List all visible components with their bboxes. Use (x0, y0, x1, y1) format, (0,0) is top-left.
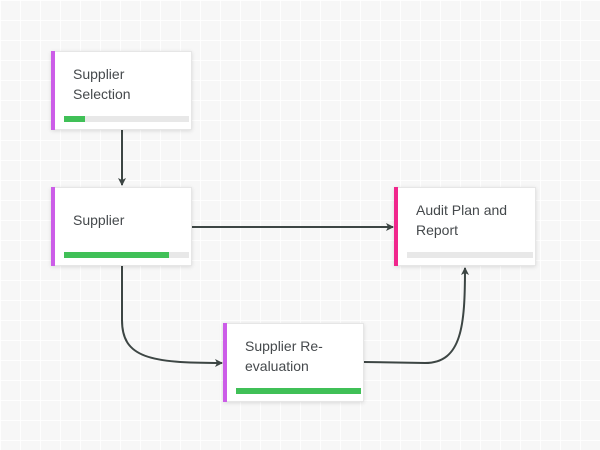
progress-bar (407, 252, 533, 258)
node-label: Supplier Selection (73, 65, 131, 102)
progress-bar (64, 252, 189, 258)
progress-fill (236, 388, 361, 394)
progress-fill (64, 116, 86, 122)
node-supplier-selection[interactable]: Supplier Selection (51, 51, 192, 130)
progress-bar (64, 116, 189, 122)
node-label: Supplier Re-evaluation (245, 337, 323, 374)
progress-fill (64, 252, 169, 258)
node-label: Supplier (73, 211, 125, 228)
progress-bar (236, 388, 361, 394)
node-accent-bar (51, 51, 55, 130)
node-accent-bar (223, 323, 227, 402)
node-accent-bar (51, 187, 55, 266)
node-supplier[interactable]: Supplier (51, 187, 192, 266)
node-label: Audit Plan and Report (416, 201, 508, 238)
edge-supplier-re-evaluation-to-audit-plan-report[interactable] (363, 267, 469, 365)
node-supplier-re-evaluation[interactable]: Supplier Re-evaluation (223, 323, 364, 402)
node-accent-bar (394, 187, 398, 266)
edge-supplier-to-supplier-re-evaluation[interactable] (121, 266, 223, 367)
node-audit-plan-report[interactable]: Audit Plan and Report (394, 187, 536, 266)
